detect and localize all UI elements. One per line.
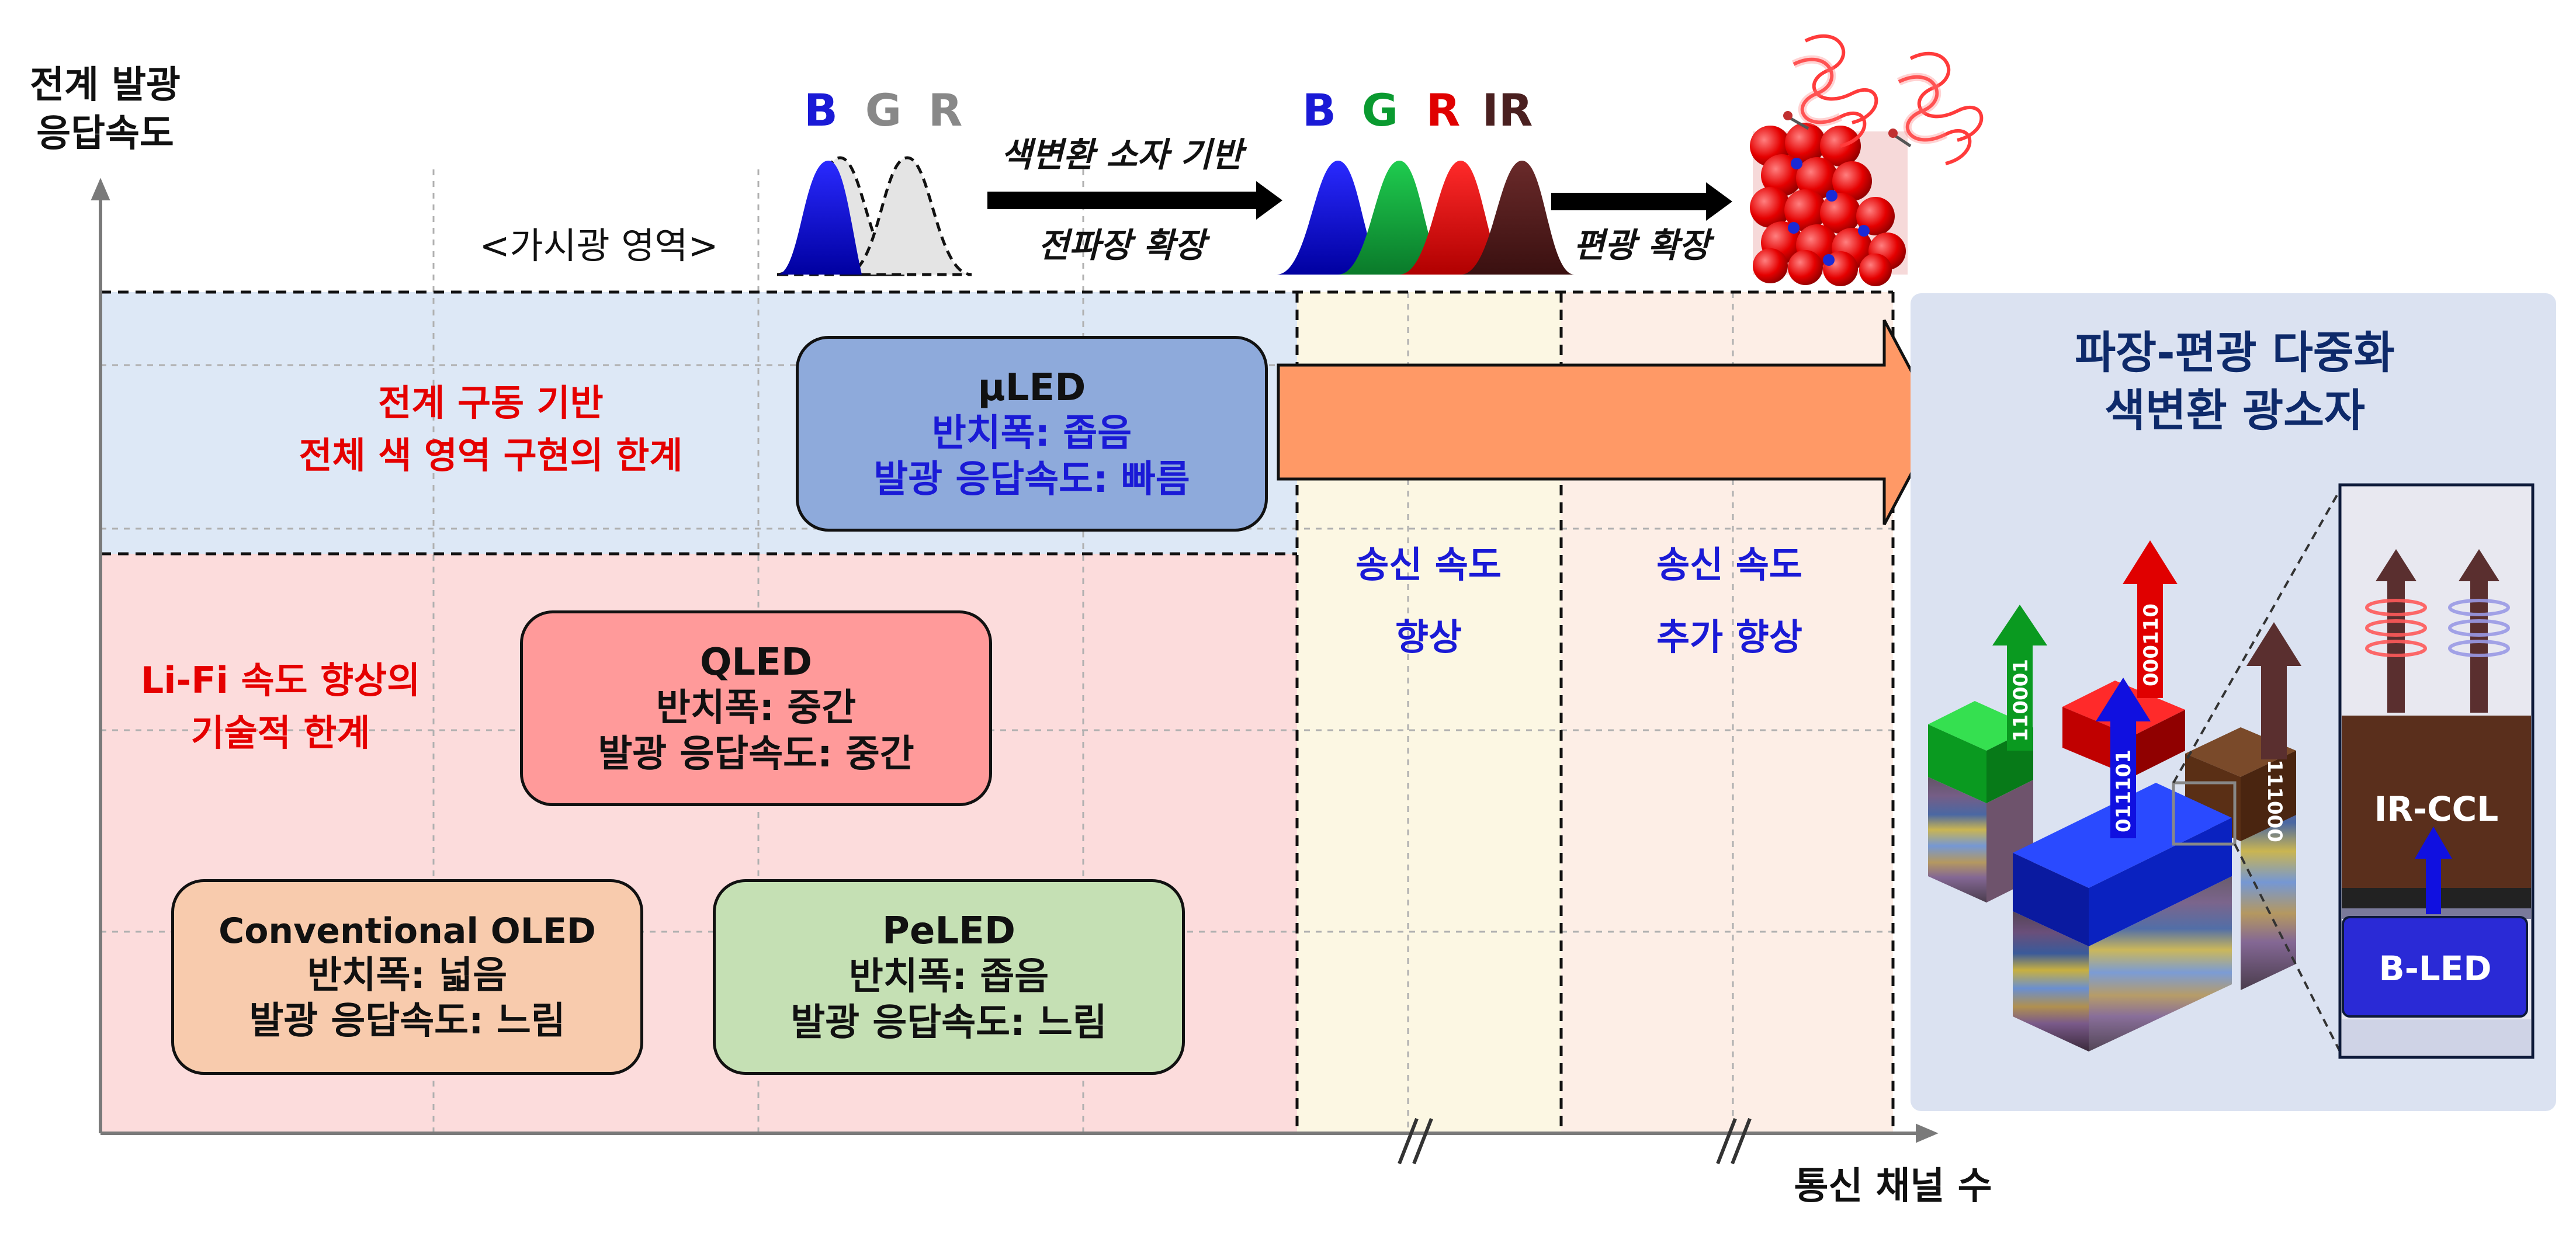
- arrow2-bottom-caption: 편광 확장: [1573, 225, 1715, 265]
- zoom-inset: [2338, 483, 2535, 1059]
- group2-letter-ir: IR: [1482, 84, 1533, 136]
- spectrum-r2-peak: [1399, 161, 1513, 275]
- peled-title: PeLED: [882, 910, 1015, 953]
- oled-title: Conventional OLED: [219, 910, 596, 952]
- further-speed-up-line2: 추가 향상: [1656, 616, 1802, 658]
- visible-region-label: <가시광 영역>: [480, 224, 719, 267]
- group1-letter-g: G: [865, 84, 902, 136]
- lower-limit-line2: 기술적 한계: [190, 711, 370, 754]
- peled-box: PeLED 반치폭: 좁음 발광 응답속도: 느림: [713, 879, 1185, 1075]
- panel-title-line1: 파장-편광 다중화: [2075, 327, 2395, 379]
- top-limit-label: 전계 구동 기반 전체 색 영역 구현의 한계: [245, 377, 736, 482]
- speed-up-line1: 송신 속도: [1355, 543, 1502, 586]
- group1-letter-r: R: [928, 84, 963, 136]
- lower-limit-line1: Li-Fi 속도 향상의: [140, 659, 421, 702]
- oled-fwhm: 반치폭: 넓음: [307, 954, 508, 998]
- code-blue: 011101: [2112, 749, 2135, 832]
- uled-fwhm: 반치폭: 좁음: [931, 412, 1132, 456]
- qled-fwhm: 반치폭: 중간: [656, 686, 857, 730]
- peled-fwhm: 반치폭: 좁음: [848, 955, 1049, 999]
- qled-title: QLED: [699, 641, 813, 685]
- emission-arrows: [1992, 540, 2301, 838]
- group1-letter-b: B: [804, 84, 838, 136]
- helix-ligands: [1793, 34, 1984, 165]
- further-speed-up-label: 송신 속도 추가 향상: [1607, 529, 1852, 674]
- arrow-captions: 색변환 소자 기반 전파장 확장 편광 확장: [1001, 135, 1715, 265]
- b-led-label: B-LED: [2379, 949, 2491, 988]
- code-red: 000110: [2140, 603, 2163, 686]
- qled-response: 발광 응답속도: 중간: [598, 732, 914, 776]
- spectrum-ir-peak: [1461, 161, 1575, 275]
- top-limit-line1: 전계 구동 기반: [378, 381, 604, 424]
- speed-up-label: 송신 속도 향상: [1312, 529, 1545, 674]
- code-ir: 111000: [2263, 759, 2286, 842]
- spectrum-g2-peak: [1338, 161, 1452, 275]
- uled-title: µLED: [977, 366, 1086, 410]
- x-axis-title: 통신 채널 수: [1794, 1165, 1992, 1208]
- x-axis-arrowhead: [1916, 1123, 1939, 1143]
- arrow1-bottom-caption: 전파장 확장: [1038, 225, 1211, 265]
- spectrum-group-1: [776, 156, 972, 276]
- spectrum-r-peak: [844, 156, 972, 276]
- bit-codes: 110001 000110 011101 111000: [2009, 603, 2286, 842]
- group2-letter-r: R: [1426, 84, 1461, 136]
- oled-response: 발광 응답속도: 느림: [249, 999, 566, 1043]
- ir-ccl-label: IR-CCL: [2374, 789, 2498, 829]
- uled-response: 발광 응답속도: 빠름: [873, 457, 1190, 501]
- code-green: 110001: [2009, 659, 2033, 742]
- group2-letter-b: B: [1302, 84, 1336, 136]
- speed-up-line2: 향상: [1395, 616, 1462, 658]
- y-axis-title-line1: 전계 발광: [30, 64, 181, 107]
- axes: [91, 178, 1939, 1143]
- lower-limit-label: Li-Fi 속도 향상의 기술적 한계: [117, 654, 444, 759]
- y-axis-title: 전계 발광 응답속도: [18, 61, 193, 158]
- spectrum-group-2: [1277, 161, 1575, 275]
- spectrum-b2-peak: [1277, 161, 1391, 275]
- peled-response: 발광 응답속도: 느림: [791, 1001, 1107, 1044]
- y-axis-arrowhead: [91, 178, 110, 200]
- b-led-layer: [2342, 916, 2528, 1018]
- further-speed-up-line1: 송신 속도: [1656, 543, 1802, 586]
- device-illustration: [1928, 484, 2344, 1058]
- panel-title: 파장-편광 다중화 색변환 광소자: [1928, 324, 2542, 440]
- top-limit-line2: 전체 색 영역 구현의 한계: [299, 433, 683, 477]
- arrow-polarization: [1551, 182, 1732, 221]
- panel-title-line2: 색변환 광소자: [2105, 384, 2365, 436]
- spectrum-b-peak: [777, 161, 862, 275]
- zoom-region: [2172, 781, 2237, 846]
- arrow1-top-caption: 색변환 소자 기반: [1001, 135, 1247, 175]
- spectrum-letters: B G R B G R IR: [804, 84, 1533, 136]
- qled-box: QLED 반치폭: 중간 발광 응답속도: 중간: [520, 610, 992, 806]
- uled-box: µLED 반치폭: 좁음 발광 응답속도: 빠름: [796, 336, 1268, 532]
- y-axis-title-line2: 응답속도: [36, 112, 174, 156]
- group2-letter-g: G: [1362, 84, 1398, 136]
- arrow-full-wavelength: [987, 181, 1282, 220]
- nanocrystal-illustration: [1750, 34, 1984, 286]
- axis-break-marks: [1398, 1117, 1752, 1165]
- oled-box: Conventional OLED 반치폭: 넓음 발광 응답속도: 느림: [171, 879, 643, 1075]
